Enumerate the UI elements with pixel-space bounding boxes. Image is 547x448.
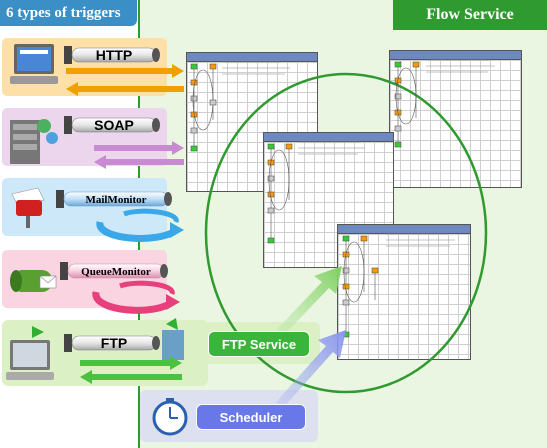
server-icon (10, 119, 58, 164)
http-arrows (66, 64, 184, 96)
ftp-server-icon (162, 318, 184, 360)
ftp-pipe (64, 334, 160, 352)
soap-arrows (94, 141, 184, 169)
http-pipe (64, 46, 160, 64)
mailmonitor-arrowhead (170, 222, 184, 238)
scheduler-to-flow-arrow (276, 330, 346, 408)
mailmonitor-pipe (56, 190, 172, 208)
ftp-computer-icon (6, 326, 54, 380)
mailmonitor-cycle-arrow (96, 208, 179, 242)
soap-pipe (64, 116, 160, 134)
trigger-queuemonitor-label: QueueMonitor (81, 266, 151, 278)
trigger-ftp-label: FTP (101, 335, 127, 351)
queuemonitor-arrowhead (166, 294, 180, 310)
flow-sheet-2 (389, 50, 522, 188)
triggers-title: 6 types of triggers (0, 0, 137, 26)
flow-circle (204, 72, 488, 394)
ftp-service-button: FTP Service (208, 331, 310, 357)
flow-sheet-2-nodes (394, 59, 495, 148)
queuemonitor-pipe (60, 262, 168, 280)
mailbox-icon (11, 187, 45, 228)
flow-service-title: Flow Service (393, 0, 547, 30)
queuemonitor-cycle-arrow (92, 280, 175, 314)
clock-icon (152, 398, 188, 436)
flow-sheet-3-nodes (267, 141, 365, 244)
trigger-soap-label: SOAP (94, 117, 134, 133)
computer-icon (10, 44, 58, 84)
flow-sheet-1-nodes (190, 61, 290, 152)
ftp-service-to-flow-arrow (276, 266, 342, 336)
ftp-arrows (80, 356, 182, 384)
queue-icon (10, 270, 57, 292)
flow-sheet-4-nodes (342, 233, 455, 338)
scheduler-button: Scheduler (196, 404, 306, 430)
trigger-mailmonitor-label: MailMonitor (85, 194, 146, 206)
trigger-http-label: HTTP (96, 47, 133, 63)
